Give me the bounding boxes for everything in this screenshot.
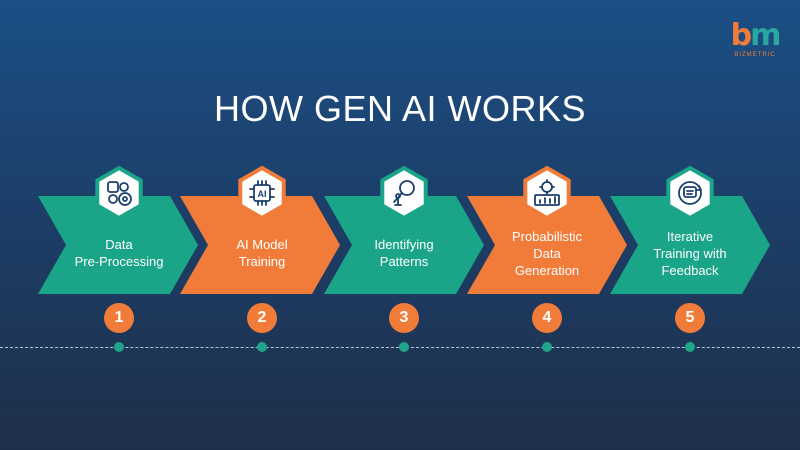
step-4 [467,165,627,294]
step-5-label-line: Training with [653,245,727,261]
step-2: AI [180,165,340,294]
step-5 [610,165,770,294]
step-3-number: 3 [389,303,419,333]
step-5-label-line: Iterative [666,228,714,244]
chart-gear-icon [534,179,560,206]
step-3-label-line: Patterns [379,254,429,269]
step-5-chevron [610,196,770,294]
step-2-label-line: AI Model [236,237,288,252]
step-3-icon-frame [380,165,428,221]
step-4-number: 4 [532,303,562,333]
ai-chip-icon: AI [249,180,275,206]
logo-letter-m: m [750,18,781,53]
step-3-label-line: Identifying [374,237,434,252]
step-4-chevron [467,196,627,294]
step-1-timeline-dot [114,342,124,352]
page-title: HOW GEN AI WORKS [213,88,587,129]
step-1-icon-frame [95,165,143,221]
logo-letter-b: b [730,18,753,53]
step-1-number: 1 [104,303,134,333]
svg-text:AI: AI [258,189,267,199]
step-5-icon-frame [666,165,714,221]
step-4-timeline-dot [542,342,552,352]
feedback-cycle-icon [678,181,702,205]
step-4-label-line: Generation [514,262,580,278]
step-4-label-line: Probabilistic [511,228,583,244]
logo-mark: bm [725,21,785,51]
step-2-timeline-dot [257,342,267,352]
step-1-label-line: Pre-Processing [74,254,164,269]
bizmetric-logo: bm BIZMETRIC [725,21,785,59]
step-3-timeline-dot [399,342,409,352]
logo-subtitle: BIZMETRIC [734,52,776,58]
magnifier-person-icon [393,180,415,206]
step-2-label-line: Training [238,254,286,269]
step-4-label-line: Data [533,245,561,261]
step-5-timeline-dot [685,342,695,352]
step-1 [38,165,198,294]
step-3-chevron [324,196,484,294]
step-5-label-line: Feedback [661,262,719,278]
step-1-chevron [38,196,198,294]
gears-icon [107,181,132,206]
step-1-label-line: Data [105,237,133,252]
step-2-icon-frame [238,165,286,221]
step-5-number: 5 [675,303,705,333]
step-2-number: 2 [247,303,277,333]
step-3 [324,165,484,294]
step-2-chevron [180,196,340,294]
